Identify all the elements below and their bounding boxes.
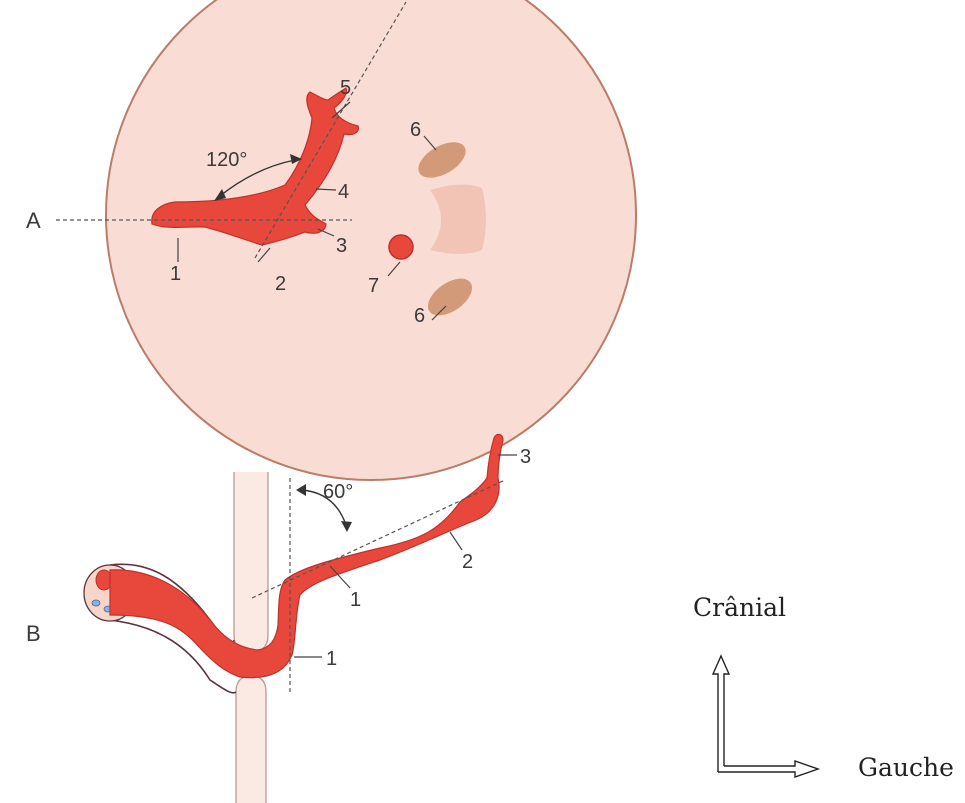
left-label: Gauche xyxy=(858,753,954,782)
panel-a-label: A xyxy=(26,208,41,233)
label-b-2: 2 xyxy=(462,551,473,573)
panel-b-label: B xyxy=(26,621,41,646)
panel-a: A 120° 1 2 3 4 5 6 7 6 xyxy=(26,0,636,480)
cranial-label: Crânial xyxy=(693,593,786,622)
orientation-indicator: Crânial Gauche xyxy=(693,593,954,782)
column-upper xyxy=(234,472,268,652)
label-a-3: 3 xyxy=(336,235,347,257)
aorta-dot xyxy=(389,235,413,259)
panel-b: B 60° 3 2 1 1 xyxy=(26,434,531,803)
right-arrow xyxy=(718,761,818,777)
label-b-1-lower: 1 xyxy=(326,648,337,670)
label-a-2: 2 xyxy=(275,273,286,295)
angle60-arrowhead-top xyxy=(296,484,306,496)
label-a-1: 1 xyxy=(170,263,181,285)
cut-section-dot-1 xyxy=(92,600,100,606)
angle-label-60: 60° xyxy=(323,481,353,503)
angle-label-120: 120° xyxy=(206,149,247,171)
label-b-1-upper: 1 xyxy=(350,589,361,611)
label-a-6-upper: 6 xyxy=(410,119,421,141)
label-a-6-lower: 6 xyxy=(414,305,425,327)
up-arrow xyxy=(713,656,729,772)
label-a-4: 4 xyxy=(338,181,349,203)
angle60-arrowhead-bottom xyxy=(341,521,352,532)
label-a-5: 5 xyxy=(340,77,351,99)
cross-section-circle xyxy=(106,0,636,480)
label-b-3: 3 xyxy=(520,446,531,468)
label-a-7: 7 xyxy=(368,275,379,297)
column-lower xyxy=(236,676,266,803)
